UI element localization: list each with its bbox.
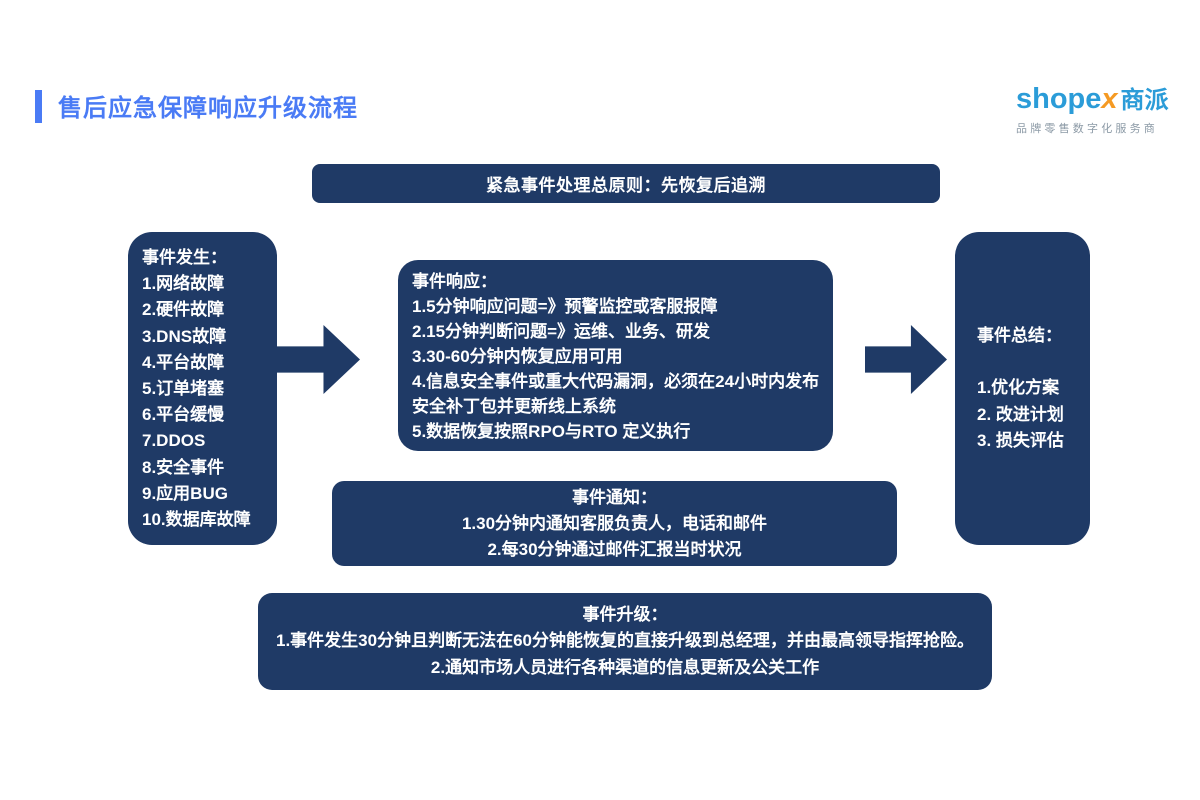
logo-text-shope: shope (1016, 83, 1102, 115)
text-line: 6.平台缓慢 (142, 405, 225, 425)
event-notify-box: 事件通知： 1.30分钟内通知客服负责人，电话和邮件 2.每30分钟通过邮件汇报当… (332, 481, 897, 566)
box-title: 事件发生： (142, 248, 227, 267)
event-summary-box: 事件总结： 1.优化方案 2. 改进计划 3. 损失评估 (955, 232, 1090, 545)
event-response-box: 事件响应： 1.5分钟响应问题=》预警监控或客服报障 2.15分钟判断问题=》运维… (398, 260, 833, 451)
box-title: 事件通知： (572, 487, 657, 507)
right-arrow-icon (277, 325, 360, 394)
logo-text-shangpai: 商派 (1120, 87, 1169, 114)
box-title: 事件升级： (582, 604, 668, 624)
event-occurrence-list: 1.网络故障 2.硬件故障 3.DNS故障 4.平台故障 5.订单堵塞 6.平台缓慢 7.D… (142, 271, 269, 533)
text-line: 2.每30分钟通过邮件汇报当时状况 (487, 539, 742, 559)
text-line: 10.数据库故障 (142, 510, 251, 530)
page-title: 售后应急保障响应升级流程 (58, 95, 358, 122)
title-accent-bar (35, 90, 42, 123)
text-line: 4.信息安全事件或重大代码漏洞，必须在24小时内发布安全补丁包并更新线上系统 (412, 372, 820, 416)
text-line: 3.DNS故障 (142, 326, 227, 346)
box-title: 事件总结： (977, 326, 1062, 346)
logo-tagline: 品牌零售数字化服务商 (1016, 123, 1158, 135)
principle-banner: 紧急事件处理总原则：先恢复后追溯 (312, 164, 940, 203)
text-line: 1.30分钟内通知客服负责人，电话和邮件 (461, 513, 768, 533)
event-notify-list: 1.30分钟内通知客服负责人，电话和邮件 2.每30分钟通过邮件汇报当时状况 (342, 511, 887, 563)
text-line: 8.安全事件 (142, 457, 225, 477)
text-line: 7.DDOS (142, 431, 206, 451)
box-title: 事件响应： (412, 272, 497, 291)
text-line: 1.事件发生30分钟且判断无法在60分钟能恢复的直接升级到总经理，并由最高领导指… (276, 631, 974, 651)
right-arrow-icon (865, 325, 947, 394)
spacer (977, 349, 1082, 375)
text-line: 4.平台故障 (142, 352, 225, 372)
text-line: 5.订单堵塞 (142, 379, 225, 399)
event-escalate-box: 事件升级： 1.事件发生30分钟且判断无法在60分钟能恢复的直接升级到总经理，并… (258, 593, 992, 690)
event-occurrence-box: 事件发生： 1.网络故障 2.硬件故障 3.DNS故障 4.平台故障 5.订单堵塞 6.平… (128, 232, 277, 545)
text-line: 2.通知市场人员进行各种渠道的信息更新及公关工作 (430, 657, 820, 677)
text-line: 5.数据恢复按照RPO与RTO 定义执行 (412, 422, 691, 441)
text-line: 1.优化方案 (977, 378, 1060, 398)
logo-x-icon: x (1101, 83, 1118, 115)
text-line: 2.15分钟判断问题=》运维、业务、研发 (412, 322, 711, 341)
text-line: 1.网络故障 (142, 274, 225, 294)
text-line: 3. 损失评估 (977, 430, 1064, 450)
text-line: 9.应用BUG (142, 483, 228, 503)
text-line: 2.硬件故障 (142, 300, 225, 320)
text-line: 3.30-60分钟内恢复应用可用 (412, 347, 623, 366)
event-response-list: 1.5分钟响应问题=》预警监控或客服报障 2.15分钟判断问题=》运维、业务、研发… (412, 294, 821, 444)
text-line: 1.5分钟响应问题=》预警监控或客服报障 (412, 297, 718, 316)
principle-banner-text: 紧急事件处理总原则：先恢复后追溯 (486, 176, 766, 195)
text-line: 2. 改进计划 (977, 404, 1064, 424)
event-escalate-list: 1.事件发生30分钟且判断无法在60分钟能恢复的直接升级到总经理，并由最高领导指… (268, 628, 982, 681)
event-summary-list: 1.优化方案 2. 改进计划 3. 损失评估 (977, 375, 1082, 454)
